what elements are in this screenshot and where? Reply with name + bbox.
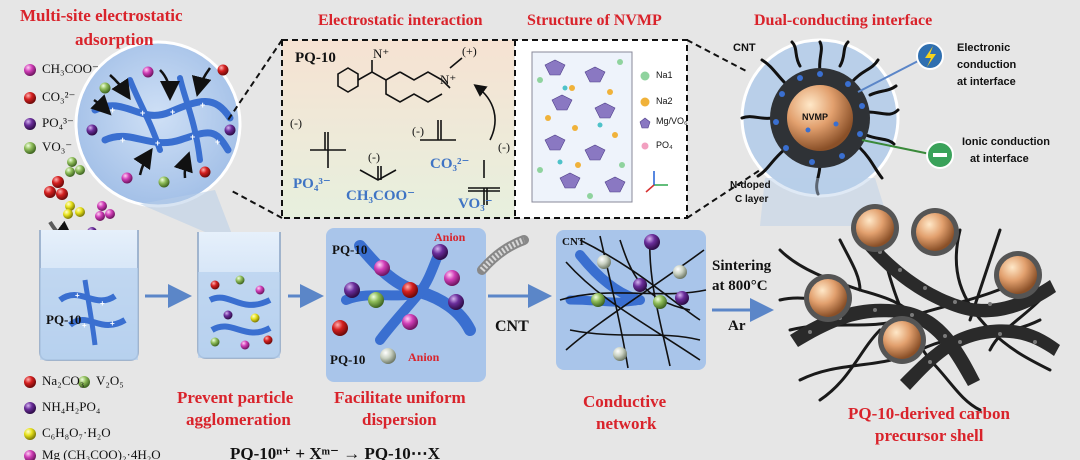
anion-label: Anion bbox=[434, 230, 466, 244]
ch3coo-label: CH₃COO⁻ bbox=[346, 188, 416, 204]
reagent-label: V₂O₅ bbox=[96, 373, 124, 388]
ionic-label: Ionic conduction bbox=[962, 136, 1050, 148]
n-plus-label: N⁺ bbox=[373, 46, 390, 61]
svg-text:+: + bbox=[100, 299, 105, 308]
pq10-panel-label: PQ-10 bbox=[332, 242, 368, 257]
sintering-label: Sintering bbox=[712, 258, 772, 274]
adsorption-zoom: + + + + + + + + bbox=[74, 40, 242, 208]
pq10-panel-label: PQ-10 bbox=[330, 352, 366, 367]
svg-text:+: + bbox=[110, 319, 115, 328]
svg-text:+: + bbox=[140, 108, 145, 118]
charge-plus: (+) bbox=[462, 44, 477, 58]
po4-label: PO₄³⁻ bbox=[293, 176, 331, 192]
caption-shell: PQ-10-derived carbon bbox=[848, 404, 1010, 423]
reagent-label: Mg (CH₃COO)₂·4H₂O bbox=[42, 447, 161, 460]
reaction-equation: PQ-10ⁿ⁺ + Xᵐ⁻ → PQ-10⋯X bbox=[230, 444, 440, 460]
cnt-tube-icon bbox=[477, 235, 529, 275]
electronic-label: conduction bbox=[957, 59, 1017, 71]
reagent-label: Na₂CO₃ bbox=[42, 373, 85, 388]
charge-minus: (-) bbox=[290, 116, 302, 130]
reagent-label: NH₄H₂PO₄ bbox=[42, 399, 101, 414]
structure-legend-item: Na1 bbox=[656, 70, 673, 80]
title-multi-site: Multi-site electrostatic bbox=[20, 6, 183, 25]
nvmp-crystal bbox=[531, 51, 668, 203]
cnt-network-label: CNT bbox=[562, 236, 586, 248]
electronic-label: at interface bbox=[957, 76, 1016, 88]
zoom-box bbox=[227, 39, 761, 219]
reagent-label: C₆H₈O₇·H₂O bbox=[42, 425, 111, 440]
beaker-1: + + + + bbox=[39, 230, 139, 361]
dual-interface bbox=[740, 38, 954, 226]
pq10-beaker-label: PQ-10 bbox=[46, 312, 82, 327]
n-plus-label: N⁺ bbox=[440, 72, 457, 87]
title-structure: Structure of NVMP bbox=[527, 12, 662, 29]
ion-legend-dots bbox=[24, 64, 36, 154]
nvmp-label: NVMP bbox=[802, 112, 829, 122]
ndoped-label: C layer bbox=[735, 194, 769, 205]
svg-text:+: + bbox=[200, 100, 205, 110]
title-adsorption: adsorption bbox=[75, 30, 154, 49]
charge-minus: (-) bbox=[368, 150, 380, 164]
svg-text:+: + bbox=[215, 137, 220, 147]
ndoped-label: N-doped bbox=[730, 180, 771, 191]
title-electrostatic: Electrostatic interaction bbox=[318, 12, 483, 29]
title-dual: Dual-conducting interface bbox=[754, 12, 933, 29]
ion-label: VO₃⁻ bbox=[42, 139, 73, 154]
svg-text:+: + bbox=[155, 138, 160, 148]
svg-text:+: + bbox=[170, 107, 175, 117]
ion-label: CH₃COO⁻ bbox=[42, 61, 99, 76]
charge-minus: (-) bbox=[412, 124, 424, 138]
vo3-label: VO₃⁻ bbox=[458, 196, 493, 212]
svg-text:+: + bbox=[120, 135, 125, 145]
ar-label: Ar bbox=[728, 318, 746, 334]
ion-label: CO₃²⁻ bbox=[42, 89, 76, 104]
caption-facilitate: dispersion bbox=[362, 410, 437, 429]
cnt-label: CNT bbox=[733, 42, 756, 54]
caption-conductive: network bbox=[596, 414, 657, 433]
cnt-arrow-label: CNT bbox=[495, 318, 529, 335]
caption-facilitate: Facilitate uniform bbox=[334, 388, 466, 407]
ionic-label: at interface bbox=[970, 153, 1029, 165]
pq10-label: PQ-10 bbox=[295, 50, 336, 66]
charge-minus: (-) bbox=[498, 140, 510, 154]
reagent-legend-dots bbox=[24, 376, 90, 460]
dispersion-panel bbox=[326, 228, 486, 382]
ion-label: PO₄³⁻ bbox=[42, 115, 74, 130]
anion-label: Anion bbox=[408, 350, 440, 364]
svg-text:+: + bbox=[110, 105, 115, 115]
svg-text:+: + bbox=[75, 291, 80, 300]
electronic-label: Electronic bbox=[957, 42, 1011, 54]
structure-legend-item: Mg/VO₆ bbox=[656, 116, 688, 126]
structure-legend-item: Na2 bbox=[656, 96, 673, 106]
caption-prevent: agglomeration bbox=[186, 410, 291, 429]
beaker-2 bbox=[197, 232, 281, 359]
svg-text:+: + bbox=[82, 321, 87, 330]
process-arrows bbox=[145, 284, 774, 322]
caption-conductive: Conductive bbox=[583, 392, 667, 411]
caption-shell: precursor shell bbox=[875, 426, 984, 445]
sintering-label: at 800°C bbox=[712, 278, 768, 294]
carbon-shell-composite bbox=[778, 204, 1060, 412]
svg-text:+: + bbox=[190, 132, 195, 142]
network-panel bbox=[556, 230, 707, 370]
structure-legend-item: PO₄ bbox=[656, 140, 673, 150]
co3-label: CO₃²⁻ bbox=[430, 156, 470, 172]
caption-prevent: Prevent particle bbox=[177, 388, 294, 407]
